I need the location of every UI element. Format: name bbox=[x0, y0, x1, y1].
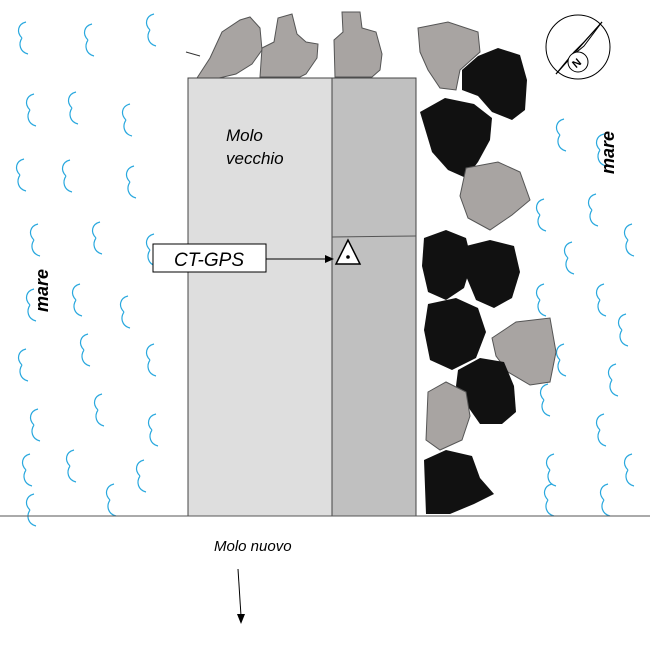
wave-mark bbox=[91, 221, 103, 255]
wave-mark bbox=[21, 453, 33, 487]
wave-mark bbox=[83, 23, 95, 57]
wave-mark bbox=[25, 93, 37, 127]
wave-mark bbox=[15, 158, 27, 192]
wave-mark bbox=[145, 343, 157, 377]
wave-mark bbox=[25, 493, 37, 527]
station-pointer-arrowhead bbox=[325, 255, 334, 263]
wave-mark bbox=[599, 483, 611, 517]
station-label-box bbox=[152, 243, 267, 273]
wave-mark bbox=[535, 198, 547, 232]
pier-joint-line bbox=[331, 235, 417, 238]
wave-mark bbox=[29, 223, 41, 257]
rock-dark bbox=[424, 298, 486, 370]
wave-mark bbox=[555, 343, 567, 377]
wave-mark bbox=[545, 453, 557, 487]
breakwater-rocks bbox=[417, 21, 557, 514]
rock-dark bbox=[422, 230, 472, 300]
wave-mark bbox=[595, 133, 607, 167]
wave-mark bbox=[535, 283, 547, 317]
rock-dark bbox=[462, 48, 527, 120]
wave-mark bbox=[145, 13, 157, 47]
wave-mark bbox=[125, 165, 137, 199]
rock bbox=[196, 16, 263, 80]
wave-mark bbox=[587, 193, 599, 227]
wave-mark bbox=[623, 223, 635, 257]
rock bbox=[417, 21, 481, 91]
wave-mark bbox=[17, 21, 29, 55]
rock bbox=[259, 13, 319, 78]
rock bbox=[459, 161, 531, 231]
wave-mark bbox=[607, 363, 619, 397]
wave-mark bbox=[135, 459, 147, 493]
old-pier-label-line1: Molo bbox=[226, 126, 263, 145]
wave-mark bbox=[617, 313, 629, 347]
sea-label-left: mare bbox=[32, 269, 52, 312]
rock-dark bbox=[424, 450, 494, 514]
new-pier-arrowhead bbox=[237, 614, 245, 624]
wave-mark bbox=[17, 348, 29, 382]
wave-mark bbox=[543, 483, 555, 517]
old-pier-dark bbox=[331, 77, 417, 517]
wave-mark bbox=[147, 413, 159, 447]
top-rocks bbox=[185, 11, 383, 80]
sea-waves bbox=[15, 13, 635, 527]
rock-dark bbox=[456, 358, 516, 424]
wave-mark bbox=[79, 333, 91, 367]
triangle-dot-icon bbox=[334, 238, 362, 265]
wave-mark bbox=[65, 449, 77, 483]
old-pier-light bbox=[187, 77, 333, 517]
wave-mark bbox=[555, 118, 567, 152]
rock bbox=[333, 11, 383, 78]
wave-mark bbox=[539, 383, 551, 417]
rock bbox=[425, 381, 471, 451]
wave-mark bbox=[71, 283, 83, 317]
station-label: CT-GPS bbox=[174, 250, 244, 271]
wave-mark bbox=[595, 413, 607, 447]
new-pier-label: Molo nuovo bbox=[214, 538, 292, 555]
wave-mark bbox=[29, 408, 41, 442]
rock bbox=[185, 51, 201, 57]
rock-dark bbox=[466, 240, 520, 308]
wave-mark bbox=[25, 288, 37, 322]
old-pier-label-line2: vecchio bbox=[226, 149, 284, 168]
wave-mark bbox=[105, 483, 117, 517]
compass-icon: N bbox=[545, 14, 611, 80]
wave-mark bbox=[563, 241, 575, 275]
wave-mark bbox=[93, 393, 105, 427]
wave-mark bbox=[623, 453, 635, 487]
sea-label-right: mare bbox=[598, 131, 618, 174]
wave-mark bbox=[595, 283, 607, 317]
wave-mark bbox=[67, 91, 79, 125]
wave-mark bbox=[119, 295, 131, 329]
wave-mark bbox=[61, 159, 73, 193]
rock-dark bbox=[420, 98, 492, 178]
wave-mark bbox=[121, 103, 133, 137]
new-pier-arrow-line bbox=[237, 568, 242, 617]
